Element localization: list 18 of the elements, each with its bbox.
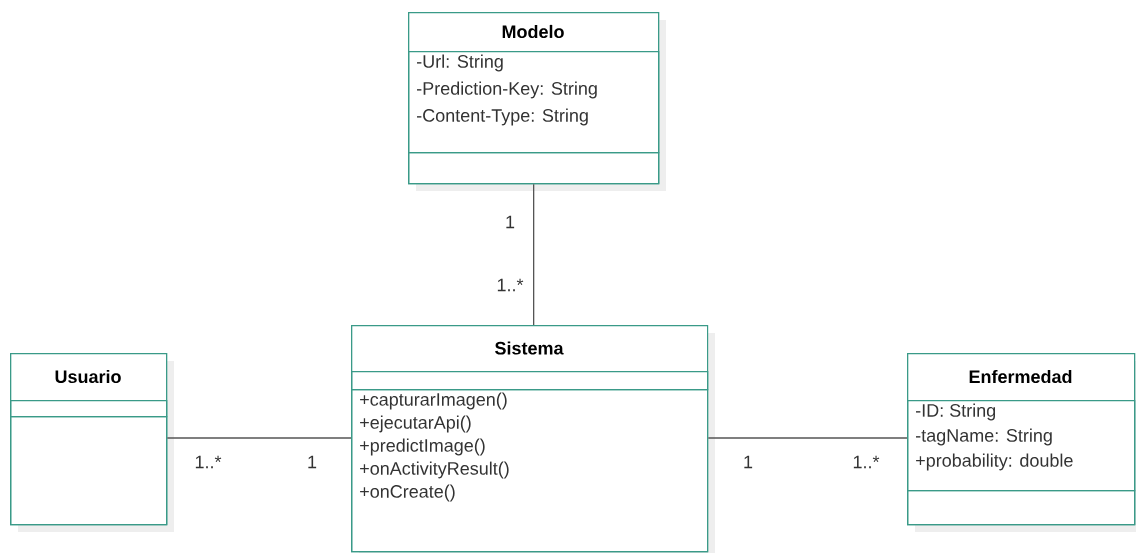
multiplicity-label: 1 bbox=[506, 215, 515, 229]
multiplicity-label: 1..* bbox=[195, 455, 222, 469]
multiplicity-label: 1..* bbox=[853, 455, 880, 469]
class-compartment: -Url: String -Prediction-Key: String -Content-Type: String bbox=[408, 51, 660, 154]
class-compartment bbox=[10, 400, 168, 418]
class-compartment bbox=[907, 490, 1136, 526]
association-line bbox=[166, 437, 352, 439]
class-box: Usuario bbox=[10, 353, 174, 532]
class-compartment bbox=[351, 371, 709, 391]
association-line bbox=[707, 437, 908, 439]
association-line bbox=[533, 183, 535, 326]
multiplicity-label: 1 bbox=[308, 455, 317, 469]
class-compartment bbox=[10, 416, 168, 526]
multiplicity-label: 1..* bbox=[497, 278, 524, 292]
multiplicity-label: 1 bbox=[744, 455, 753, 469]
class-compartment: -ID: String -tagName: String +probability: double bbox=[907, 400, 1136, 492]
class-compartment bbox=[408, 152, 660, 185]
class-compartment: +capturarImagen() +ejecutarApi() +predictImage() +onActivityResult() +onCreate() bbox=[351, 389, 709, 553]
